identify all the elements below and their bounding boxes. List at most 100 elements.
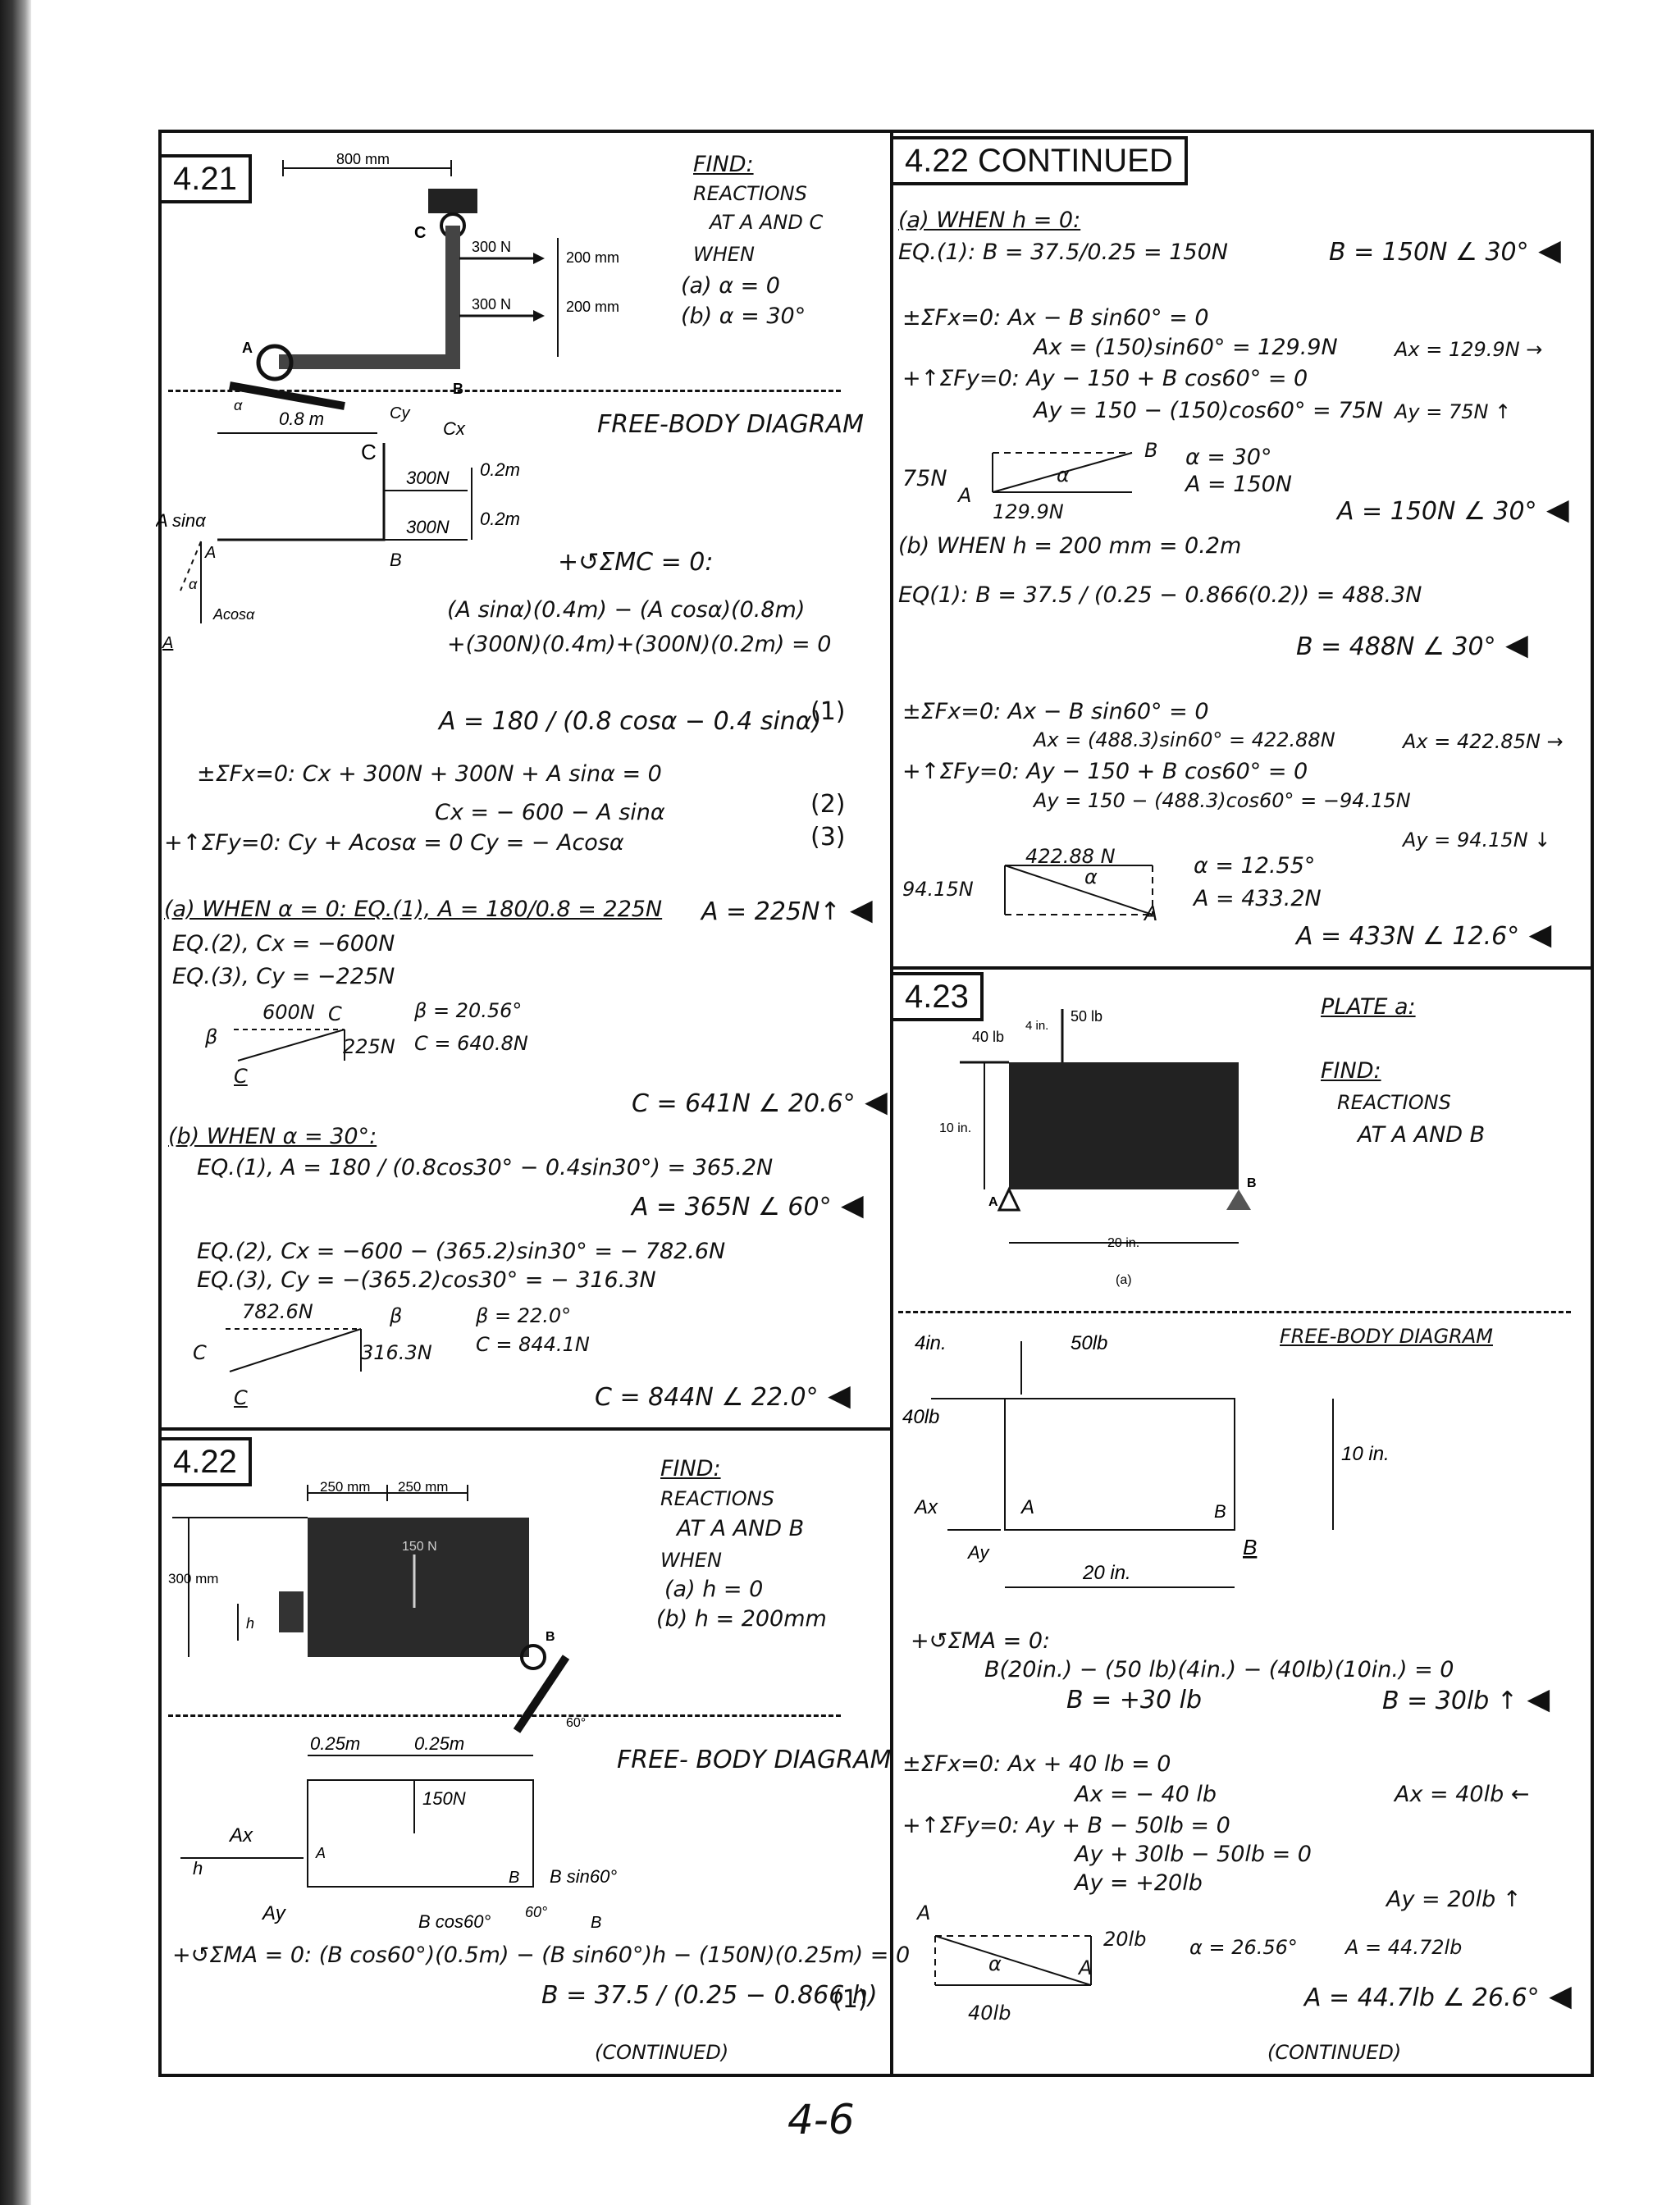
fbd-label-a: A <box>1020 1496 1034 1518</box>
work-line: Ax = (150)sin60° = 129.9N <box>1034 335 1338 360</box>
caption-a: (a) <box>1116 1273 1132 1287</box>
work-line: B <box>1144 439 1158 462</box>
work-line: C = 844.1N <box>476 1333 590 1356</box>
frame-vertical <box>445 226 460 369</box>
work-line: (A sinα)(0.4m) − (A cosα)(0.8m) <box>447 597 806 623</box>
fbd-label-acos: Acosα <box>212 606 255 623</box>
work-line: +↑ΣFy=0: Ay − 150 + B cos60° = 0 <box>902 759 1308 784</box>
work-line: B = 37.5 / (0.25 − 0.866 h) <box>541 1981 878 2010</box>
answer-ax-40lb: Ax = 40lb ← <box>1395 1782 1530 1807</box>
fbd-dim-label: 0.8 m <box>279 409 324 429</box>
work-line: (3) <box>810 823 846 851</box>
find-line: AT A AND B <box>677 1516 805 1541</box>
divider-421-422 <box>158 1427 892 1431</box>
label-a: A <box>988 1195 998 1209</box>
answer-ax-b: Ax = 422.85N → <box>1403 730 1564 753</box>
work-line: β = 20.56° <box>414 999 523 1022</box>
answer-a-365n: A = 365N ∠ 60° <box>632 1188 864 1223</box>
work-line: α <box>988 1952 1002 1975</box>
work-line: 316.3N <box>361 1341 432 1364</box>
work-line: EQ.(1): B = 37.5/0.25 = 150N <box>898 240 1228 265</box>
work-line: (a) WHEN h = 0: <box>898 208 1081 233</box>
fbd-load-label: 150N <box>422 1788 466 1809</box>
problem-tag-4-21: 4.21 <box>158 154 252 203</box>
vector-sketch-c-a <box>234 1029 345 1061</box>
book-binding-shadow <box>0 0 31 2205</box>
find-line: (a) α = 0 <box>681 273 780 299</box>
load-label-lower: 300 N <box>472 296 511 313</box>
load-label-upper: 300 N <box>472 239 511 255</box>
answer-ay: Ay = 75N ↑ <box>1395 400 1512 423</box>
center-divider <box>890 130 893 2077</box>
find-line: (b) α = 30° <box>681 304 806 329</box>
fbd-dim-left: 0.25m <box>310 1733 360 1754</box>
work-line: A = 44.72lb <box>1345 1936 1463 1959</box>
fbd-dim-4in: 4in. <box>915 1332 947 1354</box>
work-line: B(20in.) − (50 lb)(4in.) − (40lb)(10in.)… <box>984 1657 1454 1682</box>
find-line: (b) h = 200mm <box>656 1606 827 1632</box>
fbd-label-ax: Ax <box>228 1824 253 1847</box>
separator-dashes <box>898 1311 1571 1313</box>
work-line: ±ΣFx=0: Ax + 40 lb = 0 <box>902 1751 1171 1777</box>
vector-sketch-4-23 <box>934 1935 1092 1986</box>
fbd-label-ay: Ay <box>966 1542 990 1563</box>
find-line: REACTIONS <box>660 1487 774 1510</box>
fbd-title-4-23: FREE-BODY DIAGRAM <box>1280 1325 1493 1348</box>
work-line: Cx = − 600 − A sinα <box>435 800 665 825</box>
fbd-frame <box>217 443 386 541</box>
work-line: EQ.(3), Cy = −225N <box>172 964 395 989</box>
work-line: Ay = +20lb <box>1075 1870 1203 1896</box>
vector-sketch-c-b <box>226 1328 362 1372</box>
work-line: Ay = 150 − (150)cos60° = 75N <box>1034 398 1383 423</box>
work-line: C <box>234 1065 248 1088</box>
fbd-dim-20in: 20 in. <box>1082 1562 1131 1584</box>
dim-label-200-lower: 200 mm <box>566 299 619 315</box>
roller-a <box>256 344 294 381</box>
answer-ay-20lb: Ay = 20lb ↑ <box>1386 1887 1522 1912</box>
find-heading: FIND: <box>693 152 754 177</box>
fbd-plate <box>1004 1398 1235 1531</box>
incline-b <box>513 1655 570 1733</box>
fbd-label-asin: A sinα <box>156 510 207 531</box>
dim-label-20in: 20 in. <box>1107 1236 1139 1250</box>
work-line: +↑ΣFy=0: Cy + Acosα = 0 Cy = − Acosα <box>164 830 624 856</box>
work-line: C <box>234 1386 248 1409</box>
sketch-line <box>992 452 1133 493</box>
work-line: +(300N)(0.4m)+(300N)(0.2m) = 0 <box>447 632 832 657</box>
answer-a-433n: A = 433N ∠ 12.6° <box>1296 917 1551 952</box>
dim-label-4in: 4 in. <box>1025 1019 1048 1033</box>
dim-label-h: h <box>246 1615 254 1632</box>
fbd-label-40lb: 40lb <box>902 1406 939 1428</box>
fbd-dim-upper: 0.2m <box>480 459 520 480</box>
answer-ax: Ax = 129.9N → <box>1395 338 1543 361</box>
fbd-label-ay: Ay <box>261 1902 287 1924</box>
label-b: B <box>546 1630 555 1644</box>
find-line: WHEN <box>660 1549 722 1572</box>
work-line: A <box>917 1901 931 1924</box>
work-line: +↑ΣFy=0: Ay − 150 + B cos60° = 0 <box>902 366 1308 391</box>
figure-4-21: 800 mm C 300 N 300 N 200 mm 200 mm B A α <box>229 151 619 413</box>
figure-4-23: 50 lb 4 in. 40 lb 10 in. A B 20 in. (a) <box>939 1008 1257 1287</box>
problem-tag-4-22: 4.22 <box>158 1437 252 1486</box>
answer-a-44-7lb: A = 44.7lb ∠ 26.6° <box>1304 1979 1572 2014</box>
work-line: 20lb <box>1103 1928 1147 1951</box>
vector-sketch-a-b <box>1004 865 1153 915</box>
continued-note: (CONTINUED) <box>595 2041 729 2064</box>
find-line: (a) h = 0 <box>664 1577 764 1602</box>
work-line: 600N <box>262 1001 315 1024</box>
work-line: A = 180 / (0.8 cosα − 0.4 sinα) <box>439 707 822 736</box>
load-label-40lb: 40 lb <box>972 1029 1004 1045</box>
work-line: β = 22.0° <box>476 1304 572 1327</box>
work-line: 94.15N <box>902 878 974 901</box>
answer-b-150n: B = 150N ∠ 30° <box>1329 233 1561 268</box>
answer-c-641n: C = 641N ∠ 20.6° <box>632 1084 888 1120</box>
dim-label-200-upper: 200 mm <box>566 249 619 266</box>
figure-4-22: 250 mm 250 mm 150 N 300 mm h B 60° <box>168 1479 586 1733</box>
work-line: β <box>390 1304 403 1327</box>
fbd-label-60: 60° <box>525 1904 547 1920</box>
fbd-label-b: B <box>509 1869 519 1887</box>
divider-422c-423 <box>890 966 1594 970</box>
answer-c-844n: C = 844N ∠ 22.0° <box>595 1378 851 1413</box>
find-line: AT A AND B <box>1358 1122 1486 1148</box>
sketch-line <box>934 1935 1092 1986</box>
